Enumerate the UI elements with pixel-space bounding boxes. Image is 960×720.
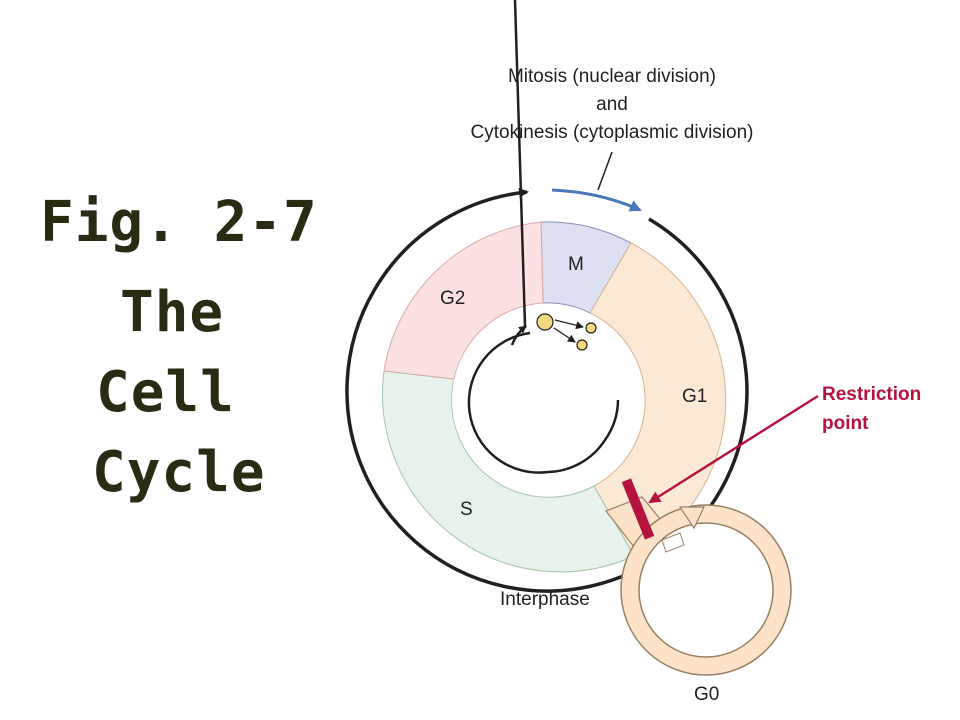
restriction-point-arrow [648, 394, 819, 504]
inner-white-disc [452, 304, 644, 496]
parent-cell-icon [536, 313, 554, 331]
g0-exit-notch [661, 532, 685, 553]
phase-m-label: M [568, 254, 584, 275]
division-arrow-1 [554, 319, 584, 330]
and-label: and [596, 94, 628, 115]
phase-s-label: S [460, 499, 473, 520]
daughter-cell-icon-2 [576, 339, 588, 351]
inner-cycle-arrowhead [513, 0, 527, 327]
daughter-cell-icon-1 [585, 322, 597, 334]
mitosis-label: Mitosis (nuclear division) [508, 66, 716, 87]
g0-loop-inner [638, 522, 774, 658]
phase-g0-label: G0 [694, 684, 719, 705]
phase-g1-label: G1 [682, 386, 707, 407]
inner-cycle-arc-rest [547, 399, 620, 474]
phase-g2-label: G2 [440, 288, 465, 309]
cytokinesis-label: Cytokinesis (cytoplasmic division) [471, 122, 754, 143]
g0-return-arrow [678, 506, 705, 530]
restriction-label-line-1: Restriction [822, 384, 921, 405]
restriction-label-line-2: point [822, 413, 869, 434]
title-line-1: Fig. 2-7 [40, 190, 318, 255]
restriction-point-marker [621, 478, 655, 540]
title-line-3: Cell [96, 360, 235, 425]
mitosis-arrow [551, 188, 642, 212]
interphase-label: Interphase [500, 589, 590, 610]
title-line-2: The [120, 280, 225, 345]
inner-cycle-arrow [510, 325, 527, 346]
outer-cycle-arc [345, 187, 749, 593]
division-arrow-2 [553, 327, 576, 343]
title-line-4: Cycle [92, 440, 266, 505]
phase-s-sector [382, 370, 635, 573]
mitosis-pointer-line [597, 151, 613, 191]
inner-cycle-arc [467, 331, 549, 474]
phase-g2-sector [383, 221, 544, 380]
